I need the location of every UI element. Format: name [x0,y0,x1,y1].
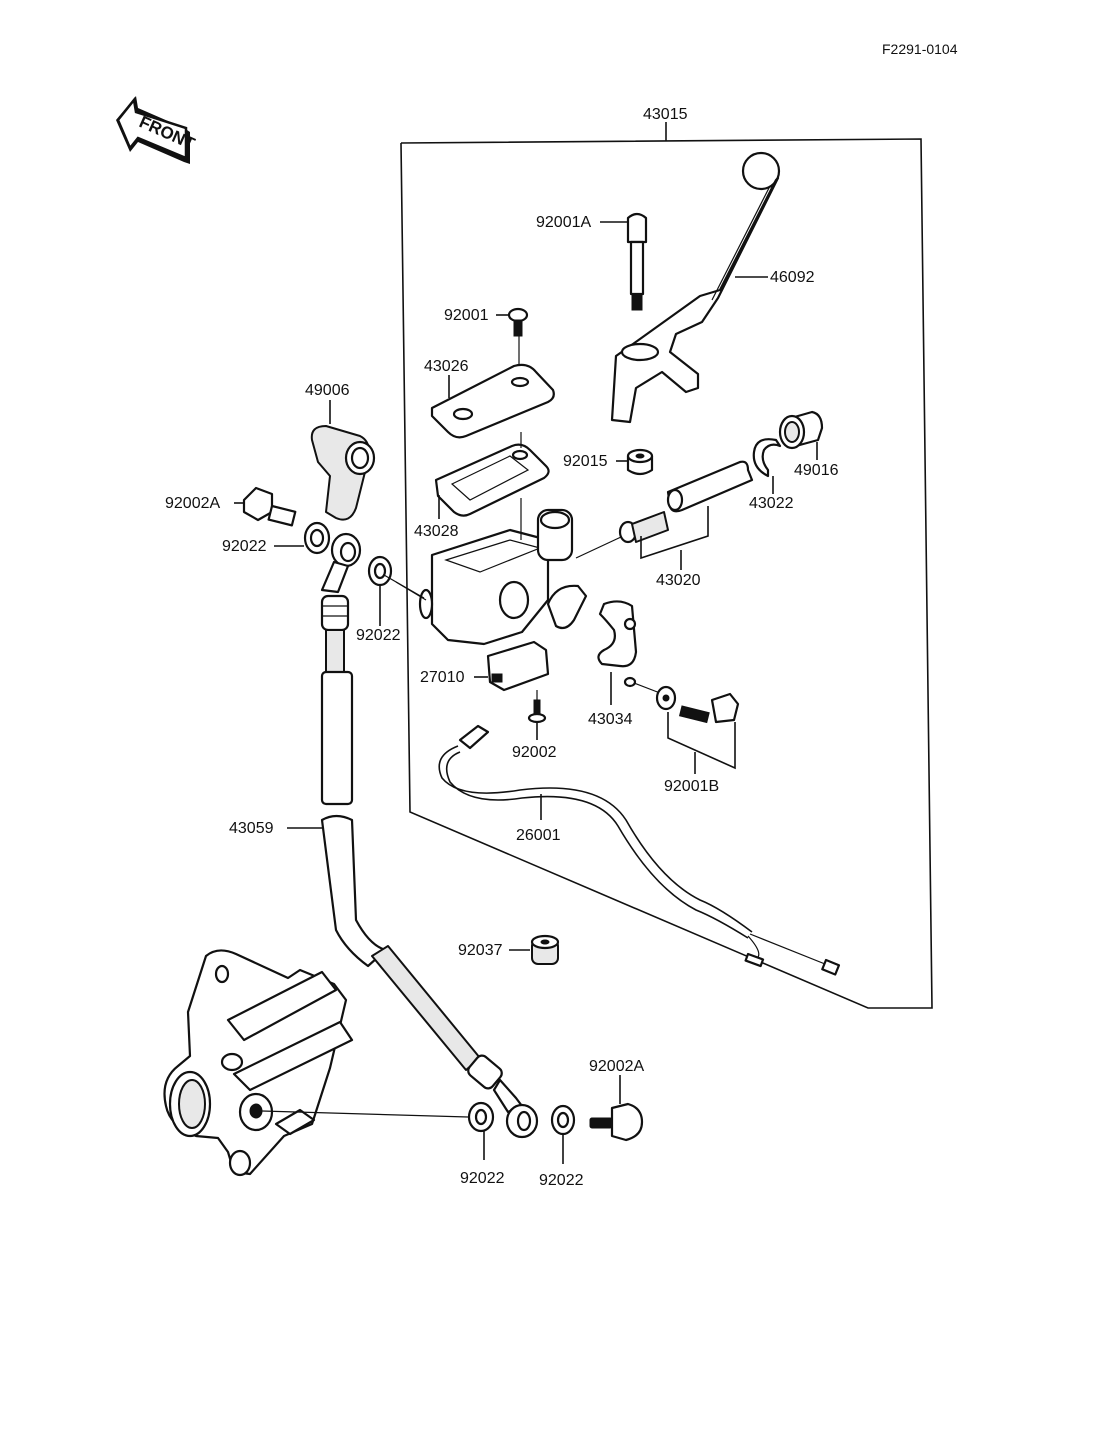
cover [310,425,376,521]
label-reservoir-cap: 43026 [424,358,469,375]
brake-hose [320,532,539,1139]
cap-screw [507,307,529,337]
dust-boot [778,410,824,450]
lever-pivot-bolt [626,212,648,311]
wire-harness [438,724,841,976]
label-assembly: 43015 [643,106,688,123]
banjo-bolt-upper [242,486,297,527]
label-clamp-bolt: 92001B [664,778,719,795]
washer-upper-right [367,555,393,587]
front-arrow-icon: FRONT [116,96,198,164]
label-washer-upper-right: 92022 [356,627,401,644]
label-grommet: 92037 [458,942,503,959]
label-brake-hose: 43059 [229,820,274,837]
master-cylinder-body [418,508,588,646]
label-pivot-bolt: 92001A [536,214,591,231]
label-piston-kit: 43020 [656,572,701,589]
piston-kit [618,460,754,544]
label-washer-upper-left: 92022 [222,538,267,555]
washer-lower-right [550,1104,576,1136]
washer-upper-left [303,521,331,555]
clamp-holder [597,600,638,688]
label-diaphragm: 43028 [414,523,459,540]
nut [626,448,654,476]
label-switch: 27010 [420,669,465,686]
label-cap-screw: 92001 [444,307,489,324]
label-banjo-bolt-upper: 92002A [165,495,220,512]
label-washer-lower-left: 92022 [460,1170,505,1187]
label-wire-harness: 26001 [516,827,561,844]
reference-code: F2291-0104 [882,41,958,57]
brake-lever [610,151,781,424]
brake-light-switch [486,640,550,692]
label-nut: 92015 [563,453,608,470]
clamp-bolt [655,685,740,724]
label-dust-boot: 49016 [794,462,839,479]
label-banjo-bolt-lower: 92002A [589,1058,644,1075]
label-lever: 46092 [770,269,815,286]
brake-caliper [163,949,354,1177]
diaphragm [434,443,550,517]
banjo-bolt-lower [589,1102,644,1142]
label-clamp-holder: 43034 [588,711,633,728]
label-circlip: 43022 [749,495,794,512]
grommet [530,934,560,965]
assembly-outline [400,122,933,1009]
label-washer-lower-right: 92022 [539,1172,584,1189]
circlip [752,438,782,478]
label-switch-screw: 92002 [512,744,557,761]
label-cover: 49006 [305,382,350,399]
washer-lower-left [467,1101,495,1133]
switch-screw [527,699,547,724]
reservoir-cap [430,363,555,439]
